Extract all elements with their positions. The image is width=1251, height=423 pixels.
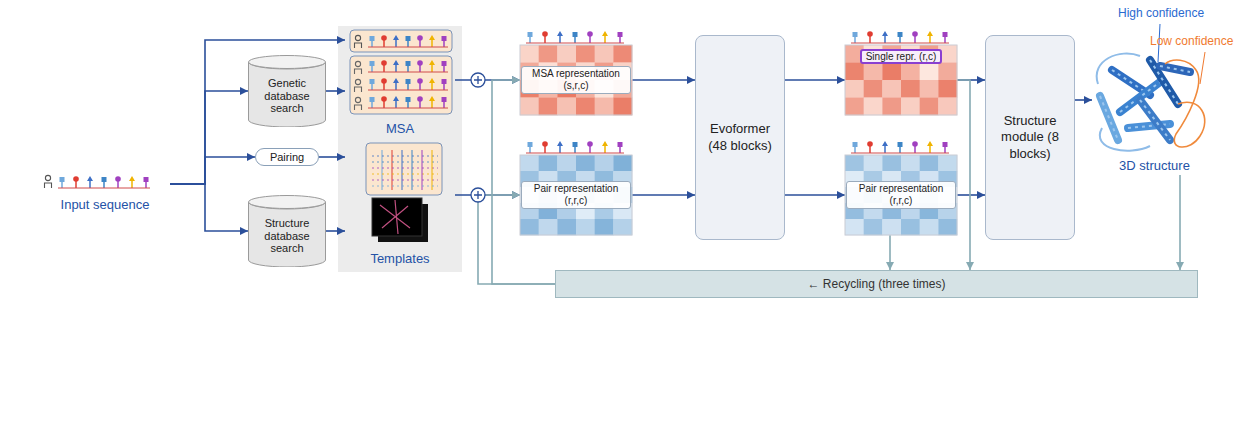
residue-pins [368, 35, 448, 47]
flow-arrow [170, 91, 248, 184]
heatmap-cells [520, 45, 632, 115]
msa-rows-box [350, 56, 452, 114]
species-icon [355, 79, 362, 92]
node-text: Single repr. (r,c) [860, 49, 943, 64]
species-icon [355, 97, 362, 110]
flow-arrow [957, 194, 985, 196]
flow-arrow [326, 90, 345, 92]
flow-arrow [319, 156, 345, 158]
residue-pins [368, 60, 448, 72]
node-text: Pair representation (r,r,c) [846, 181, 956, 209]
node-text: ← Recycling (three times) [807, 277, 945, 291]
residue-pins [368, 78, 448, 90]
representation-grid: MSA representation (s,r,c) [520, 45, 632, 115]
species-icon [355, 35, 362, 48]
flow-arrow [785, 79, 845, 81]
pairing-pill: Pairing [255, 148, 319, 166]
flow-arrow [632, 194, 695, 196]
query-row-box [350, 30, 452, 52]
node-text: Evoformer (48 blocks) [702, 121, 778, 154]
input-sequence: Input sequence [40, 172, 170, 212]
residue-pins [58, 176, 150, 188]
recycling-arrow [1179, 175, 1181, 270]
process-box: Structure module (8 blocks) [985, 35, 1075, 240]
representation-grid: Pair representation (r,r,c) [520, 155, 632, 235]
node-text: MSA [386, 121, 414, 136]
flow-arrow [170, 40, 345, 184]
database-cylinder: Genetic database search [248, 55, 326, 127]
template-images [372, 198, 428, 242]
flow-arrow [326, 230, 345, 232]
sum-symbol [471, 73, 485, 87]
pair-grid [366, 143, 442, 195]
heatmap-cells [520, 155, 632, 235]
node-text: Structure module (8 blocks) [992, 113, 1068, 162]
residue-pins [851, 31, 949, 43]
node-text: MSA representation (s,r,c) [521, 66, 631, 94]
templates-panel: Templates [345, 140, 455, 268]
msa-panel: MSA [345, 28, 455, 138]
database-cylinder: Structure database search [248, 195, 326, 267]
residue-pins [368, 96, 448, 108]
sum-symbol [471, 188, 485, 202]
callout-label: Low confidence [1150, 34, 1233, 48]
representation-grid: Pair representation (r,r,c) [845, 155, 957, 235]
process-box: Evoformer (48 blocks) [695, 35, 785, 240]
input-panel-ground [338, 26, 462, 272]
recycling-band: ← Recycling (three times) [555, 270, 1198, 298]
residue-pins [526, 141, 624, 153]
representation-grid: Single repr. (r,c) [845, 45, 957, 115]
recycling-arrow [957, 80, 970, 270]
flow-arrow [785, 194, 845, 196]
node-text: Input sequence [61, 197, 150, 212]
species-icon [355, 61, 362, 74]
node-text: Structure database search [248, 217, 326, 255]
heatmap-cells [845, 155, 957, 235]
recycling-arrow [889, 235, 891, 270]
node-text: Pairing [270, 151, 304, 163]
callout-label: High confidence [1118, 6, 1204, 20]
flow-arrow [632, 79, 695, 81]
node-text: 3D structure [1119, 158, 1190, 173]
species-icon [45, 175, 52, 188]
flow-arrow [170, 157, 255, 184]
residue-pins [851, 141, 949, 153]
flow-arrow [1075, 99, 1092, 101]
node-text: Genetic database search [248, 77, 326, 115]
heatmap-cells [845, 45, 957, 115]
flow-arrow [170, 184, 248, 231]
structure-output: 3D structure [1092, 40, 1217, 175]
residue-pins [526, 31, 624, 43]
node-text: Templates [370, 251, 429, 266]
node-text: Pair representation (r,r,c) [521, 181, 631, 209]
